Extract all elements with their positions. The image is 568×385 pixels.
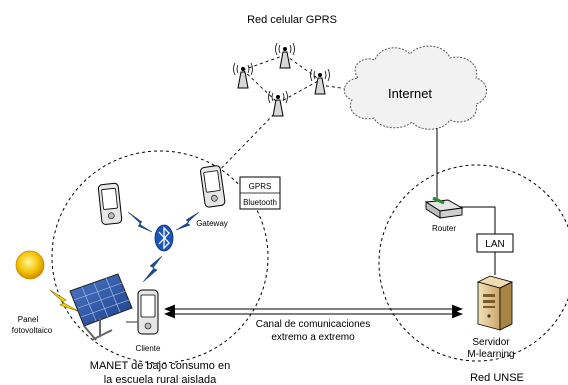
end-to-end-channel bbox=[163, 304, 464, 319]
manet-caption-line2: la escuela rural aislada bbox=[104, 374, 217, 385]
solar-panel-label-line1: Panel bbox=[18, 315, 39, 324]
antenna-icon bbox=[268, 90, 288, 117]
gprs-network-title: Red celular GPRS bbox=[247, 14, 337, 26]
manet-boundary bbox=[51, 150, 269, 364]
router-lan-link bbox=[450, 206, 496, 234]
antenna-icon bbox=[233, 62, 253, 89]
router-label: Router bbox=[432, 224, 456, 233]
client-label: Cliente bbox=[136, 344, 161, 353]
gateway-pda-icon bbox=[200, 165, 226, 208]
internet-cloud bbox=[343, 45, 487, 130]
unse-boundary bbox=[378, 164, 568, 362]
wireless-link-icon bbox=[175, 211, 200, 231]
antenna-icon bbox=[310, 68, 330, 95]
gateway-protocol-box bbox=[239, 176, 281, 210]
server-label-line2: M-learning bbox=[467, 349, 514, 360]
sun-icon bbox=[15, 250, 45, 280]
gprs-protocol-label: GPRS bbox=[249, 182, 272, 191]
wireless-link-icon bbox=[142, 255, 163, 283]
internet-label: Internet bbox=[388, 86, 432, 101]
client-pda-icon bbox=[137, 289, 159, 335]
antenna-icon bbox=[275, 42, 295, 69]
lan-box bbox=[476, 233, 514, 253]
gateway-label: Gateway bbox=[196, 219, 228, 228]
channel-label-line1: Canal de comunicaciones bbox=[256, 319, 371, 330]
solar-panel-label-line2: fotovoltaico bbox=[12, 326, 53, 335]
node-pda-icon bbox=[97, 182, 123, 225]
bluetooth-protocol-label: Bluetooth bbox=[243, 198, 277, 207]
solar-panel-icon bbox=[69, 273, 133, 341]
wireless-link-icon bbox=[127, 211, 153, 233]
red-unse-label: Red UNSE bbox=[470, 372, 524, 384]
server-icon bbox=[476, 275, 514, 331]
server-label-line1: Servidor bbox=[472, 337, 510, 348]
bluetooth-icon bbox=[154, 224, 174, 252]
router-icon bbox=[424, 196, 464, 219]
cell-mesh-links bbox=[209, 54, 356, 181]
channel-label-line2: extremo a extremo bbox=[271, 332, 355, 343]
lan-label: LAN bbox=[485, 239, 504, 250]
manet-caption-line1: MANET de bajo consumo en bbox=[90, 360, 230, 372]
